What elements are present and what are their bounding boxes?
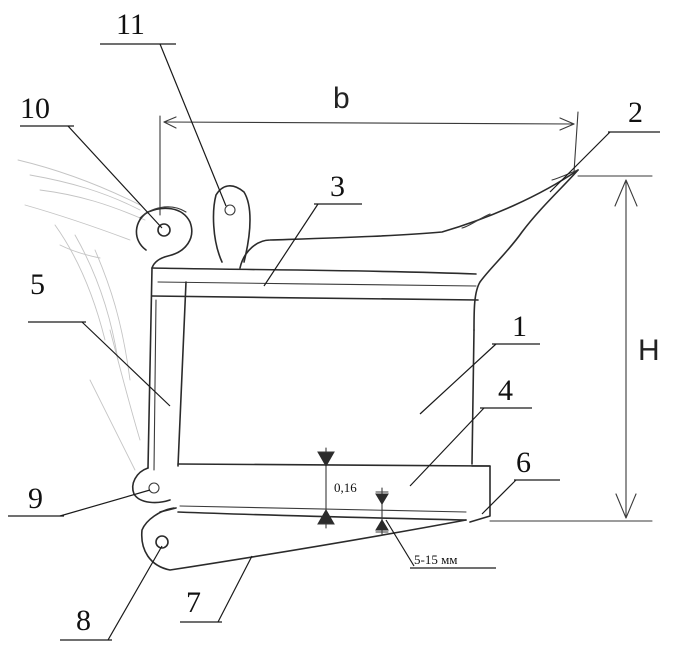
label-8: 8 [76,604,91,637]
label-3: 3 [330,170,345,203]
clearance-label: 5-15 мм [414,552,458,567]
label-5: 5 [30,268,45,301]
label-2: 2 [628,96,643,129]
label-11: 11 [116,8,145,41]
dimension-H-label: H [638,334,660,367]
bucket-body [132,169,579,571]
dimension-H: H [489,175,660,522]
label-9: 9 [28,482,43,515]
part-labels: 11 10 2 3 5 1 4 6 9 7 [8,8,660,641]
dimension-b-label: b [333,82,350,115]
dimension-b: b [159,82,579,216]
clearance-dimension: 5-15 мм [375,487,496,569]
label-1: 1 [512,310,527,343]
label-10: 10 [20,92,50,125]
gap-label: 0,16 [334,480,357,495]
label-4: 4 [498,374,513,407]
gap-dimension: 0,16 [317,447,357,529]
background-hatching [17,159,146,471]
label-6: 6 [516,446,531,479]
label-7: 7 [186,586,201,619]
